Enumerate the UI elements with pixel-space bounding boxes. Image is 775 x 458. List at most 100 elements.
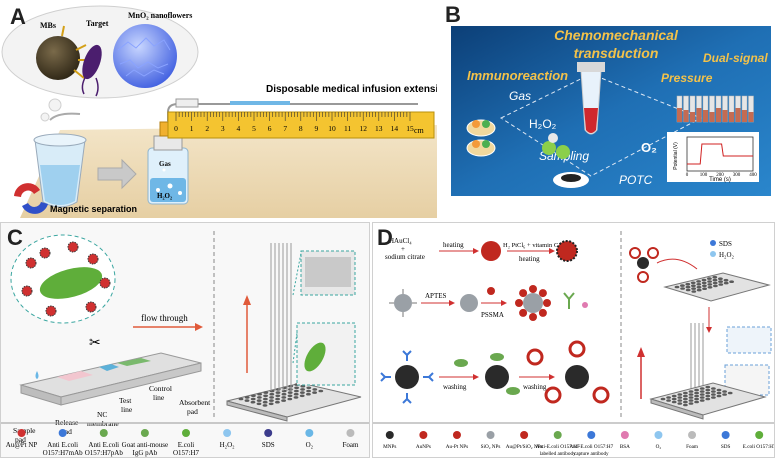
legend-label-line2: IgG pAb — [133, 449, 158, 457]
microplate-c — [226, 382, 362, 422]
label-infusion-line: Disposable medical infusion extension li… — [266, 84, 437, 95]
ruler-tick-label: 11 — [344, 124, 351, 133]
ruler-tick-label: 6 — [268, 124, 272, 133]
label-washing-1: washing — [443, 383, 467, 391]
lateral-flow-strip — [19, 352, 202, 406]
sds-h2o2-drop: SDS H₂O₂ — [710, 240, 735, 259]
legend-label: H₂O₂ — [220, 441, 236, 449]
potential-series — [687, 143, 753, 165]
amine-sio2 — [460, 294, 478, 312]
legend-label-d: SDS — [721, 444, 731, 450]
legend-label: Foam — [342, 441, 359, 449]
legend-item-d: Au-Pt NPs — [446, 431, 468, 450]
sample-wells — [466, 119, 496, 157]
legend-label-line2: O157:H7 — [173, 449, 200, 457]
ruler-tick-label: 13 — [375, 124, 383, 133]
legend-item: O₂ — [305, 429, 314, 449]
zoom-test-line — [296, 322, 356, 386]
legend-label-line2: O157:H7mAb — [43, 449, 84, 457]
panel-label-a: A — [10, 4, 26, 29]
au-pt-sio2-composite — [515, 285, 551, 321]
legend-item-d: Foam — [686, 431, 698, 450]
label-mno2: MnO₂ nanoflowers — [128, 11, 192, 20]
label-gas-b: Gas — [509, 89, 531, 103]
ruler-tick-label: 12 — [359, 124, 367, 133]
legend-label: O₂ — [306, 441, 314, 449]
label-potc: POTC — [619, 173, 653, 187]
legend-item-d: SiO₂ NPs — [481, 431, 501, 450]
title-line1: Chemomechanical — [554, 27, 679, 43]
panel-label-d: D — [377, 225, 393, 250]
label-heating-1: heating — [443, 241, 464, 249]
legend-item: Au@Pt NP — [6, 429, 38, 449]
legend-label-d: O₂ — [656, 444, 662, 450]
potential-ylabel: Potential (V) — [673, 142, 679, 170]
sio2-np — [389, 289, 417, 317]
potential-xlabel: Time (s) — [709, 177, 731, 183]
enzyme-particles — [542, 133, 570, 159]
legend-label-line2: O157:H7pAb — [85, 449, 124, 457]
legend-item-d: SDS — [721, 431, 731, 450]
ruler-tick-label: 4 — [237, 124, 241, 133]
label-sds-d: SDS — [719, 240, 732, 248]
panel-d-illustration: HAuCl₄ + sodium citrate heating H₂ PtCl₆… — [373, 223, 774, 457]
panel-a-illustration: MBs Target MnO₂ nanoflowers Magnetic sep… — [0, 0, 437, 218]
pressure-tubes — [676, 95, 754, 123]
ruler-tick-label: 14 — [391, 124, 399, 133]
label-pssma: PSSMA — [481, 311, 504, 319]
legend-label: Anti E.coli — [88, 441, 119, 449]
ruler-tick-label: 0 — [174, 124, 178, 133]
legend-label-d-line2: labelled antibody — [540, 451, 576, 457]
label-haucl4: HAuCl₄ — [389, 237, 412, 245]
panel-label-c: C — [7, 225, 23, 250]
legend-label-d: MNPs — [383, 444, 396, 450]
reaction-tube-b — [577, 62, 605, 135]
ruler-tick-label: 8 — [299, 124, 303, 133]
legend-label-d: SiO₂ NPs — [481, 444, 501, 450]
legend-label: Anti E.coli — [47, 441, 78, 449]
legend-label-d: Au@Pt/SiO₂ NPs — [506, 444, 543, 450]
panel-a: MBs Target MnO₂ nanoflowers Magnetic sep… — [0, 0, 437, 218]
capillary-tubes-d — [690, 323, 704, 393]
antibody-y-icon — [563, 292, 575, 309]
label-pressure: Pressure — [661, 71, 713, 85]
magnetic-bead-icon — [36, 36, 80, 80]
legend-item: SDS — [262, 429, 275, 449]
legend-label: Goat anti-mouse — [122, 441, 168, 449]
ruler-tick-label: 10 — [328, 124, 336, 133]
label-magnetic-separation: Magnetic separation — [50, 204, 137, 214]
ruler-tick-label: 2 — [205, 124, 209, 133]
potential-x-tick: 300 — [733, 173, 741, 178]
label-target: Target — [86, 19, 109, 28]
sandwich-complex — [565, 365, 589, 389]
ruler-tick-label: 7 — [283, 124, 287, 133]
legend-item-d: Au@Pt/SiO₂ NPs — [506, 431, 543, 450]
panel-b: Chemomechanical transduction Immunoreact… — [441, 0, 775, 218]
table-surface — [20, 125, 437, 218]
legend-label-d: AuNPs — [416, 444, 431, 450]
label-mbs: MBs — [40, 21, 56, 30]
label-o2-b: O₂ — [641, 140, 657, 155]
legend-label-d-line2: capture antibody — [574, 451, 609, 457]
legend-item: H₂O₂ — [220, 429, 236, 449]
legend-label-d: Foam — [686, 444, 698, 450]
ruler-tick-label: 5 — [252, 124, 256, 133]
legend-item-d: AuNPs — [416, 431, 431, 450]
capillary-tubes-c — [270, 243, 292, 391]
label-citrate: sodium citrate — [385, 253, 425, 261]
ruler-tick-label: 15 — [406, 124, 414, 133]
legend-label-d: Au-Pt NPs — [446, 444, 468, 450]
legend-label: Au@Pt NP — [6, 441, 38, 449]
mno2-nanoflower-icon — [113, 24, 177, 88]
panel-d: HAuCl₄ + sodium citrate heating H₂ PtCl₆… — [372, 222, 775, 458]
